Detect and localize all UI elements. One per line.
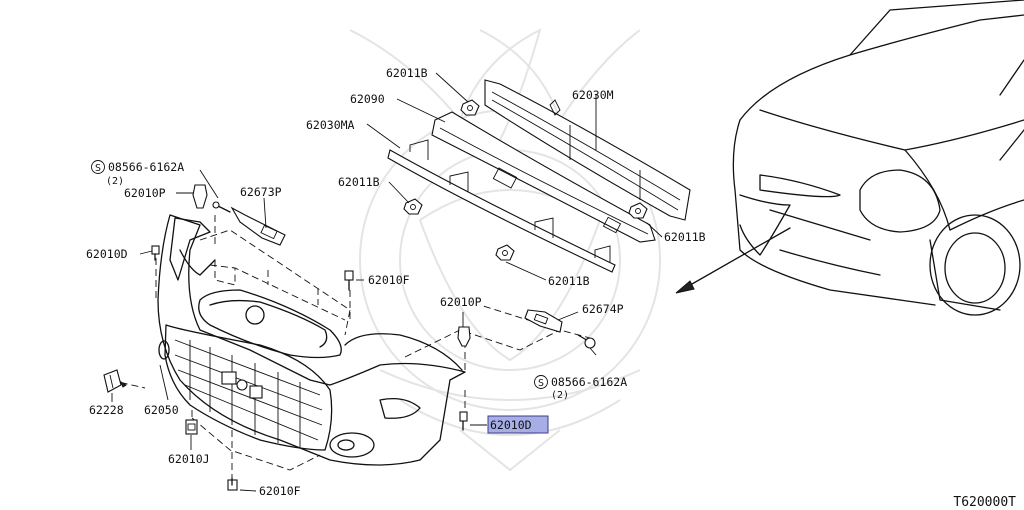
screw-08566-right <box>577 334 596 349</box>
direction-arrow <box>675 227 791 294</box>
energy-absorber-62090 <box>431 111 656 243</box>
clip-62010J <box>185 419 198 435</box>
label-screw-right-qty: (2) <box>551 390 569 401</box>
label-62050[interactable]: 62050 <box>144 403 179 417</box>
front-bumper-fascia-62022 <box>157 214 466 466</box>
clip-62010P-right <box>457 326 471 347</box>
nut-62011B-left <box>403 198 423 215</box>
clip-62010D-right <box>459 411 468 431</box>
label-62010D-left[interactable]: 62010D <box>86 247 128 261</box>
label-screw-left[interactable]: 08566-6162A <box>108 160 184 174</box>
label-62010D-highlight[interactable]: 62010D <box>490 418 532 432</box>
label-62011B-bottom[interactable]: 62011B <box>548 274 590 288</box>
label-62010J[interactable]: 62010J <box>168 452 210 466</box>
clip-62010F-mid <box>344 270 354 291</box>
label-screw-left-qty: (2) <box>106 176 124 187</box>
clip-62010P-left <box>192 184 208 209</box>
label-62090[interactable]: 62090 <box>350 92 385 106</box>
label-62011B-left[interactable]: 62011B <box>338 175 380 189</box>
bumper-reinforcement-62030M <box>484 79 691 221</box>
screw-08566-left <box>212 201 231 213</box>
standard-part-symbol-left: S <box>91 160 105 174</box>
label-62010F-mid[interactable]: 62010F <box>368 273 410 287</box>
label-screw-right[interactable]: 08566-6162A <box>551 375 627 389</box>
nut-62011B-bottom <box>495 244 515 261</box>
side-bracket-62674P <box>524 309 563 333</box>
label-62011B-right[interactable]: 62011B <box>664 230 706 244</box>
clip-62010F-bottom <box>227 477 238 491</box>
label-62011B-top[interactable]: 62011B <box>386 66 428 80</box>
diagram-id: T620000T <box>953 495 1016 510</box>
bumper-stay-62030MA <box>387 139 616 273</box>
label-62030MA[interactable]: 62030MA <box>306 118 355 132</box>
nut-62011B-top <box>460 99 480 116</box>
nut-62011B-right <box>628 202 648 219</box>
standard-part-symbol-text: S <box>95 163 101 174</box>
label-62030M[interactable]: 62030M <box>572 88 614 102</box>
clip-62010D-left <box>151 245 160 261</box>
label-62010P-right[interactable]: 62010P <box>440 295 482 309</box>
label-62674P[interactable]: 62674P <box>582 302 624 316</box>
label-62673P[interactable]: 62673P <box>240 185 282 199</box>
phantom-lines <box>109 215 591 478</box>
bracket-62228 <box>103 369 127 393</box>
side-bracket-62673P <box>230 206 286 246</box>
label-62228[interactable]: 62228 <box>89 403 124 417</box>
label-62010F-bottom[interactable]: 62010F <box>259 484 301 498</box>
label-62010P-left[interactable]: 62010P <box>124 186 166 200</box>
standard-part-symbol-text: S <box>538 378 544 389</box>
vehicle-outline <box>732 0 1024 316</box>
part-labels: 62011B 62090 62030M 62030MA 62011B 62011… <box>86 66 706 498</box>
leader-lines <box>111 72 663 492</box>
highlighted-part-box[interactable] <box>487 415 549 434</box>
standard-part-symbol-right: S <box>534 375 548 389</box>
